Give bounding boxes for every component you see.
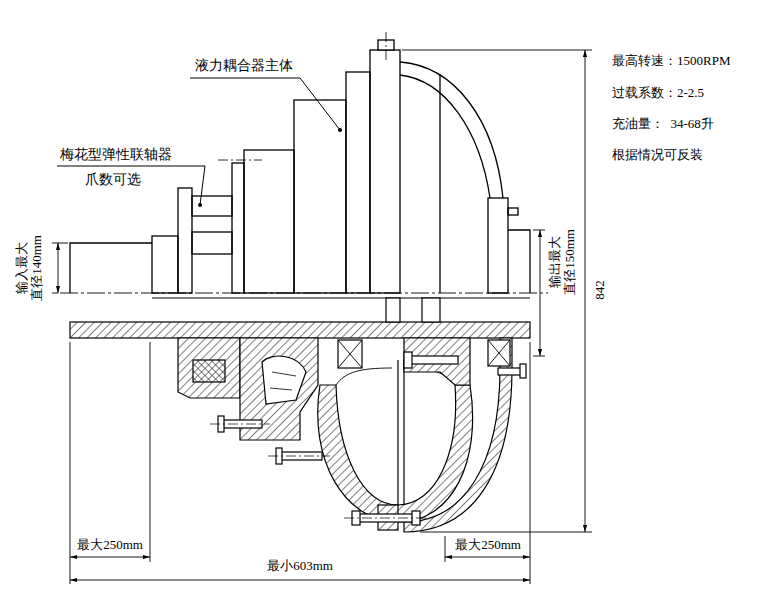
dimension-label: 842 xyxy=(593,280,608,300)
leader-dot xyxy=(338,128,342,132)
part-label: 梅花型弹性联轴器 xyxy=(60,147,172,163)
dimension-label: 最大250mm xyxy=(455,538,521,553)
spec-note: 最高转速：1500RPM xyxy=(612,54,730,69)
part-label: 液力耦合器主体 xyxy=(195,58,293,74)
leader-dot xyxy=(198,203,202,207)
spec-note: 根据情况可反装 xyxy=(612,148,703,163)
center-line xyxy=(60,293,548,294)
dimension-lines xyxy=(52,50,592,584)
part-label: 爪数可选 xyxy=(85,172,141,188)
dimension-label: 最小603mm xyxy=(267,559,333,574)
leader-line xyxy=(57,78,340,205)
section-view xyxy=(70,298,530,532)
dimension-label: 输出最大 直径150mm xyxy=(548,226,578,299)
dimension-label: 最大250mm xyxy=(77,538,143,553)
spec-note: 充油量： 34-68升 xyxy=(612,117,714,132)
dimension-label: 输入最大 直径140mm xyxy=(15,232,45,305)
bolt-centerline xyxy=(210,424,426,518)
bolt-centerline xyxy=(218,32,386,160)
spec-note: 过载系数：2-2.5 xyxy=(612,86,704,101)
